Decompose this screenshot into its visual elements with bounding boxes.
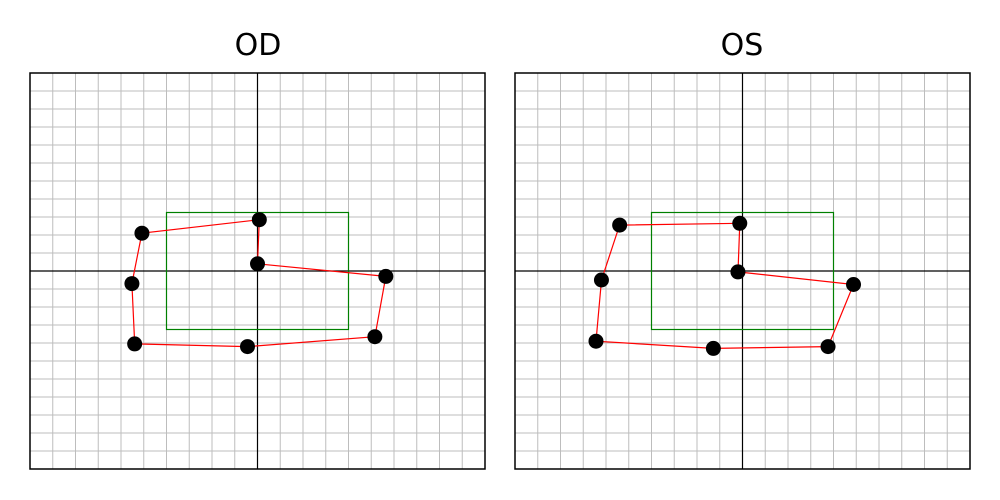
- data-point: [378, 268, 394, 284]
- data-point: [846, 277, 862, 292]
- data-point: [705, 340, 721, 356]
- plot-frame: [514, 72, 971, 470]
- data-point: [250, 256, 265, 272]
- panel-os: OS: [514, 28, 971, 470]
- data-point: [732, 215, 748, 231]
- chart-title: OS: [721, 28, 764, 63]
- plot-frame: [29, 72, 486, 470]
- data-point: [134, 225, 150, 241]
- data-point: [588, 333, 604, 349]
- data-point: [593, 272, 609, 288]
- data-point: [612, 217, 628, 233]
- data-point: [251, 212, 267, 228]
- data-point: [820, 339, 836, 355]
- data-point: [239, 339, 255, 355]
- chart-title: OD: [235, 28, 282, 63]
- reference-box: [650, 211, 835, 331]
- plot-area: [29, 72, 486, 470]
- data-point: [124, 276, 140, 292]
- data-point: [730, 264, 746, 280]
- data-point: [127, 336, 143, 352]
- panel-od: OD: [29, 28, 486, 470]
- data-point: [367, 329, 383, 345]
- plot-area: [514, 72, 971, 470]
